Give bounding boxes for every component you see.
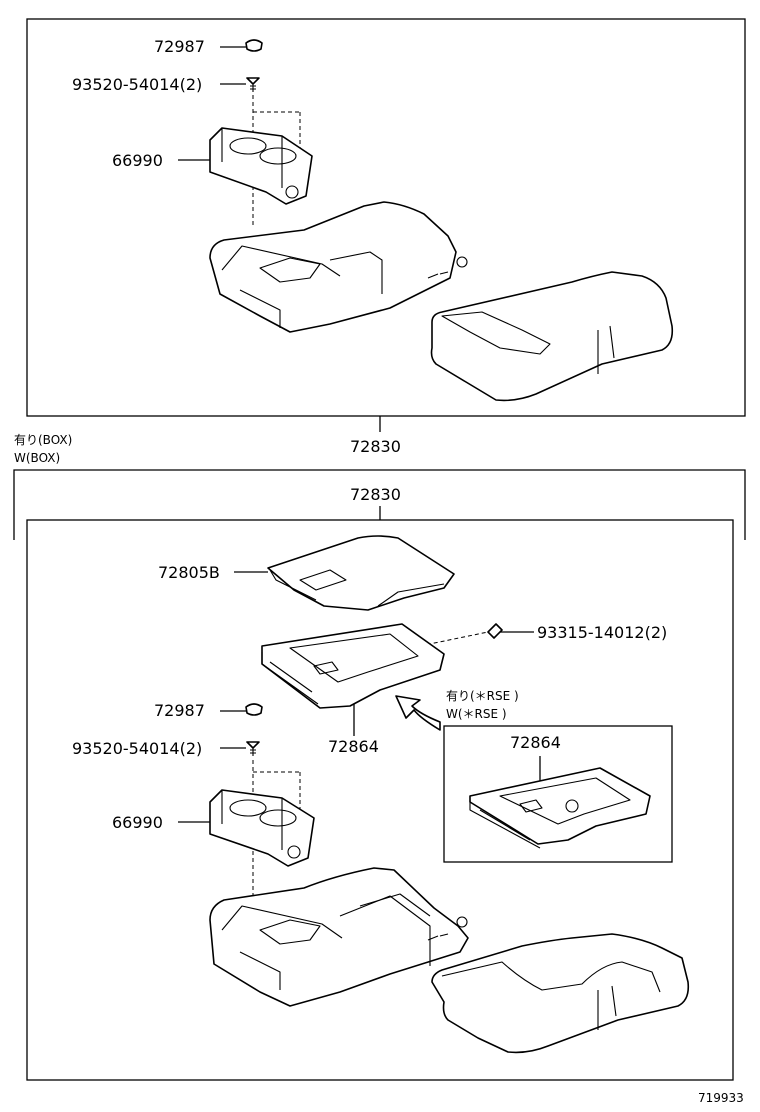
bolt-icon [487, 623, 503, 639]
label-bot-72864: 72864 [328, 737, 379, 756]
label-bot-72987: 72987 [154, 701, 205, 720]
bottom-frame [26, 519, 734, 1081]
label-bot-93315: 93315-14012(2) [537, 623, 667, 642]
console-base-bottom [209, 867, 469, 1007]
label-rse-jp: 有り(＊RSE ) [446, 689, 519, 703]
label-bot-66990: 66990 [112, 813, 163, 832]
label-inset-72864: 72864 [510, 733, 561, 752]
tray-72864-main [261, 623, 445, 709]
screw-icon [246, 77, 260, 92]
console-lid-top [430, 271, 674, 402]
cup-holder-66990-bottom [209, 789, 315, 867]
screw-icon [246, 741, 260, 756]
label-mid-72830: 72830 [350, 437, 401, 456]
label-top-66990: 66990 [112, 151, 163, 170]
label-bot-72805b: 72805B [158, 563, 220, 582]
label-catalog-no: 719933 [698, 1091, 744, 1105]
console-lid-bottom [431, 933, 690, 1054]
bottom-outer-bracket [13, 469, 746, 540]
label-cond-with-jp: 有り(BOX) [14, 433, 72, 447]
inset-frame [443, 725, 673, 863]
tray-72864-inset [469, 767, 651, 849]
label-bot-screw: 93520-54014(2) [72, 739, 202, 758]
lid-cushion-72805b [267, 535, 455, 611]
label-top-72987: 72987 [154, 37, 205, 56]
label-top-screw: 93520-54014(2) [72, 75, 202, 94]
arrow-icon [395, 695, 441, 731]
clip-icon [245, 39, 263, 52]
clip-icon [245, 703, 263, 716]
label-rse-en: W(＊RSE ) [446, 707, 507, 721]
label-cond-with-en: W(BOX) [14, 451, 60, 465]
cup-holder-66990-top [209, 127, 313, 205]
top-frame [26, 18, 746, 417]
label-bot-72830: 72830 [350, 485, 401, 504]
console-base-top [209, 201, 468, 333]
